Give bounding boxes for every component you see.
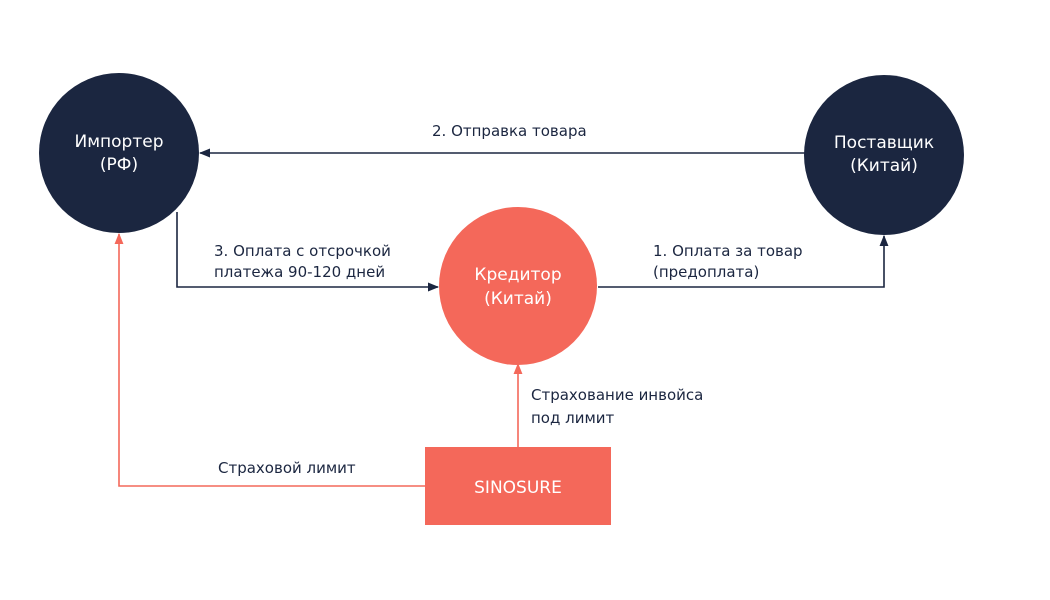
invoice-insurance-label-line1: Страхование инвойса [531, 386, 703, 404]
creditor-label-line2: (Китай) [484, 289, 552, 309]
sinosure-label: SINOSURE [474, 478, 562, 498]
deferred-payment-label-line1: 3. Оплата с отсрочкой [214, 242, 391, 260]
prepayment-label-line1: 1. Оплата за товар [653, 242, 803, 260]
supplier-node: Поставщик (Китай) [804, 75, 964, 235]
prepayment-arrow [598, 234, 889, 288]
creditor-node: Кредитор (Китай) [439, 207, 597, 365]
supplier-label-line2: (Китай) [850, 156, 918, 176]
importer-label-line1: Импортер [74, 132, 163, 152]
insurance-limit-arrow [114, 232, 425, 487]
insurance-limit-label: Страховой лимит [218, 459, 356, 477]
invoice-insurance-label-line2: под лимит [531, 409, 615, 427]
creditor-label-line1: Кредитор [474, 265, 561, 285]
shipment-label: 2. Отправка товара [432, 122, 587, 140]
deferred-payment-label-line2: платежа 90-120 дней [214, 263, 385, 281]
deferred-payment-arrow [176, 212, 440, 292]
prepayment-label-line2: (предоплата) [653, 263, 759, 281]
importer-node: Импортер (РФ) [39, 73, 199, 233]
supplier-label-line1: Поставщик [834, 133, 934, 153]
sinosure-node: SINOSURE [425, 447, 611, 525]
importer-label-line2: (РФ) [100, 155, 138, 175]
